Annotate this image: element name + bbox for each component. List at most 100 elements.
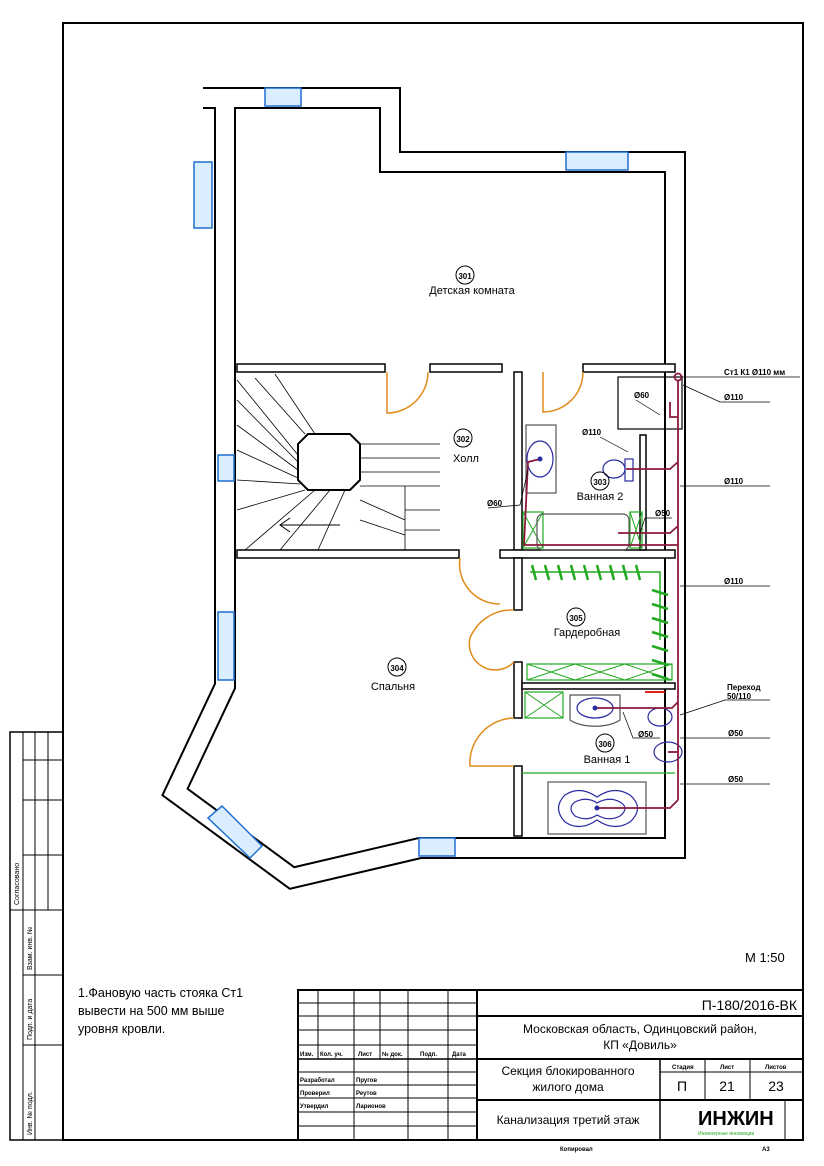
svg-text:ИНЖИН: ИНЖИН bbox=[698, 1108, 774, 1130]
object-line-2: жилого дома bbox=[532, 1080, 604, 1094]
company-logo: ИНЖИН Инженерные инновации bbox=[698, 1108, 774, 1137]
svg-text:Ларионов: Ларионов bbox=[356, 1104, 386, 1110]
windows bbox=[193, 87, 629, 860]
toilet bbox=[602, 459, 626, 479]
stage-value: П bbox=[677, 1078, 687, 1094]
svg-text:Ст1 К1 Ø110 мм: Ст1 К1 Ø110 мм bbox=[724, 368, 785, 377]
svg-text:Инженерные инновации: Инженерные инновации bbox=[698, 1131, 754, 1137]
svg-text:вывести на 500 мм выше: вывести на 500 мм выше bbox=[78, 1004, 224, 1018]
interior-walls bbox=[236, 363, 676, 837]
leader-lines bbox=[487, 376, 800, 785]
svg-text:Реутов: Реутов bbox=[356, 1091, 377, 1097]
svg-text:Ø50: Ø50 bbox=[728, 775, 744, 784]
location-line-2: КП «Довиль» bbox=[603, 1038, 677, 1052]
svg-text:Ванная 2: Ванная 2 bbox=[577, 491, 624, 503]
window bbox=[217, 454, 235, 482]
svg-text:Подп.: Подп. bbox=[420, 1052, 437, 1058]
bidet bbox=[653, 741, 683, 763]
shower-tray bbox=[617, 376, 683, 430]
door bbox=[468, 609, 515, 671]
svg-text:Ø50: Ø50 bbox=[638, 730, 654, 739]
pipe-labels: Ст1 К1 Ø110 мм Ø110 Ø110 Ø110 Ø60 Ø110 Ø… bbox=[487, 368, 785, 784]
drawing-code: П-180/2016-ВК bbox=[702, 997, 798, 1013]
svg-text:304: 304 bbox=[390, 664, 404, 673]
svg-text:Холл: Холл bbox=[453, 453, 479, 465]
washbasin bbox=[526, 440, 554, 478]
window bbox=[217, 611, 235, 681]
svg-text:Утвердил: Утвердил bbox=[300, 1104, 329, 1110]
window bbox=[193, 161, 213, 229]
door bbox=[386, 371, 429, 414]
sheet-frame bbox=[62, 22, 804, 1141]
drain-icon bbox=[594, 805, 600, 811]
svg-text:Ø60: Ø60 bbox=[487, 499, 503, 508]
sheets-value: 23 bbox=[768, 1078, 784, 1094]
svg-text:306: 306 bbox=[598, 740, 612, 749]
general-note: 1.Фановую часть стояка Ст1 вывести на 50… bbox=[78, 986, 243, 1036]
location-line-1: Московская область, Одинцовский район, bbox=[523, 1022, 757, 1036]
plumbing-fixtures bbox=[522, 376, 683, 835]
svg-text:Гардеробная: Гардеробная bbox=[554, 627, 621, 639]
svg-text:№ док.: № док. bbox=[382, 1051, 403, 1058]
door bbox=[469, 717, 515, 767]
drain-icon bbox=[592, 705, 598, 711]
bathtub bbox=[536, 513, 630, 551]
side-stamp bbox=[9, 731, 64, 1141]
agreed-label: Согласовано bbox=[14, 863, 21, 905]
svg-text:Ø60: Ø60 bbox=[634, 391, 650, 400]
svg-text:302: 302 bbox=[456, 435, 470, 444]
sewer-pipes bbox=[523, 372, 683, 809]
svg-text:Кол. уч.: Кол. уч. bbox=[320, 1052, 343, 1058]
svg-text:Спальня: Спальня bbox=[371, 681, 415, 693]
scale-label: М 1:50 bbox=[745, 950, 785, 965]
svg-text:303: 303 bbox=[593, 478, 607, 487]
svg-text:50/110: 50/110 bbox=[727, 692, 752, 701]
toilet-tank bbox=[624, 458, 634, 482]
sink-cabinet bbox=[525, 424, 557, 494]
svg-text:Листов: Листов bbox=[765, 1065, 787, 1071]
window bbox=[206, 804, 264, 860]
svg-text:Ø50: Ø50 bbox=[655, 509, 671, 518]
svg-text:уровня кровли.: уровня кровли. bbox=[78, 1022, 165, 1036]
bathtub bbox=[557, 789, 639, 828]
sink-counter bbox=[569, 694, 621, 727]
door bbox=[542, 371, 584, 413]
title-block-text: Изм. Кол. уч. Лист № док. Подп. Дата Раз… bbox=[300, 997, 798, 1153]
inv-orig-label: Инв. № подл. bbox=[27, 1091, 34, 1135]
doors bbox=[386, 371, 584, 767]
window bbox=[565, 151, 629, 171]
svg-text:Разработал: Разработал bbox=[300, 1077, 335, 1084]
sheet-title: Канализация третий этаж bbox=[497, 1113, 640, 1127]
svg-text:1.Фановую часть стояка Ст1: 1.Фановую часть стояка Ст1 bbox=[78, 986, 243, 1000]
svg-text:Ø110: Ø110 bbox=[724, 577, 744, 586]
svg-text:Стадия: Стадия bbox=[672, 1065, 694, 1071]
svg-text:Ø110: Ø110 bbox=[582, 428, 602, 437]
svg-text:Проверил: Проверил bbox=[300, 1091, 330, 1097]
svg-text:Изм.: Изм. bbox=[300, 1052, 314, 1058]
sign-date-label: Подп. и дата bbox=[27, 999, 34, 1040]
object-line-1: Секция блокированного bbox=[501, 1064, 634, 1078]
title-block bbox=[297, 989, 804, 1141]
staircase bbox=[236, 373, 440, 551]
svg-text:Ø110: Ø110 bbox=[724, 477, 744, 486]
svg-text:Копировал: Копировал bbox=[560, 1147, 593, 1153]
inv-replace-label: Взам. инв. № bbox=[27, 927, 34, 970]
svg-text:Лист: Лист bbox=[358, 1052, 372, 1058]
svg-text:Ø110: Ø110 bbox=[724, 393, 744, 402]
svg-text:301: 301 bbox=[458, 272, 472, 281]
svg-text:Пругов: Пругов bbox=[356, 1078, 377, 1084]
svg-text:А3: А3 bbox=[762, 1147, 770, 1153]
door bbox=[458, 557, 501, 605]
drain-icon bbox=[537, 456, 543, 462]
svg-text:Детская комната: Детская комната bbox=[429, 285, 515, 297]
svg-text:Лист: Лист bbox=[720, 1065, 734, 1071]
wardrobe-racks bbox=[522, 511, 673, 719]
